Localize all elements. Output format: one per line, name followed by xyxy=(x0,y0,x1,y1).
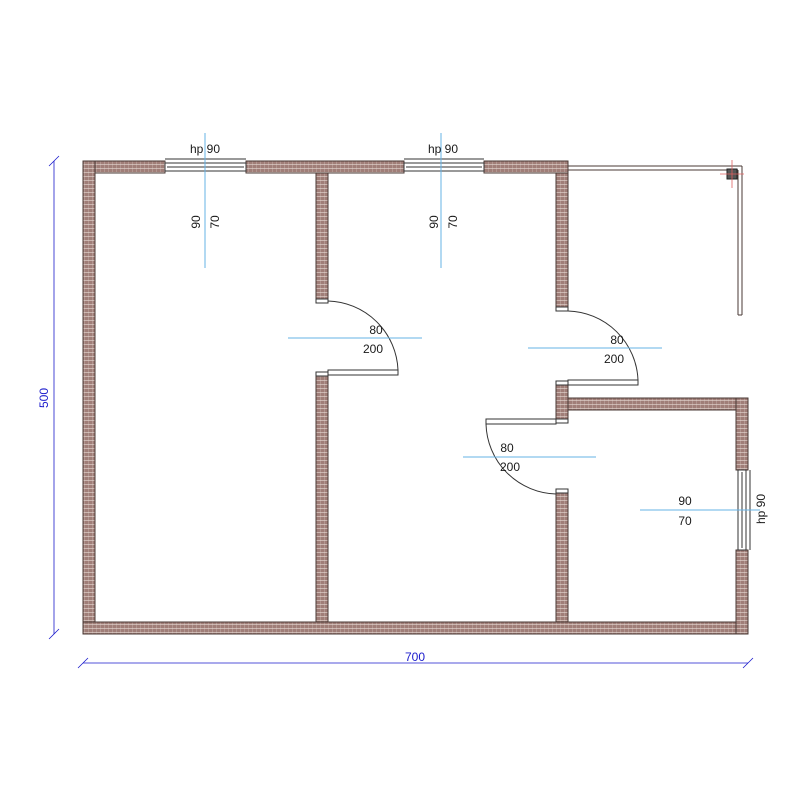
window-2 xyxy=(403,158,485,172)
door-2-height: 200 xyxy=(604,352,624,366)
door-3 xyxy=(485,418,569,495)
window-2-label: hp 90 xyxy=(428,142,458,156)
window-1-label: hp 90 xyxy=(190,142,220,156)
wall-bathroom-right-lower xyxy=(735,549,749,635)
guide-lines xyxy=(204,133,760,511)
wall-left xyxy=(82,160,96,635)
wall-interior-2-upper xyxy=(555,172,569,310)
wall-interior-1-upper xyxy=(315,172,329,302)
door-2-width: 80 xyxy=(610,333,624,347)
window-3-label: hp 90 xyxy=(754,494,768,524)
dimension-lines xyxy=(48,155,754,669)
wall-interior-2-mid xyxy=(555,382,569,422)
window-2-width: 90 xyxy=(427,215,441,229)
wall-top-middle xyxy=(245,160,405,174)
balcony-outline xyxy=(568,165,743,316)
overall-width-label: 700 xyxy=(405,650,425,664)
wall-bathroom-right-upper xyxy=(735,397,749,471)
window-1-width: 90 xyxy=(189,215,203,229)
window-3-height: 70 xyxy=(678,514,692,528)
window-2-height: 70 xyxy=(446,215,460,229)
column-marker xyxy=(720,160,744,188)
door-3-height: 200 xyxy=(500,460,520,474)
walls xyxy=(82,160,749,635)
overall-height-label: 500 xyxy=(37,388,51,408)
door-1 xyxy=(315,298,399,377)
wall-interior-2-lower xyxy=(555,490,569,623)
door-3-width: 80 xyxy=(500,441,514,455)
wall-interior-1-lower xyxy=(315,373,329,623)
wall-bathroom-top xyxy=(567,397,749,411)
window-1-height: 70 xyxy=(208,215,222,229)
door-1-width: 80 xyxy=(369,323,383,337)
door-1-height: 200 xyxy=(363,342,383,356)
door-2 xyxy=(555,306,639,386)
wall-top-right xyxy=(483,160,569,174)
window-3-width: 90 xyxy=(678,494,692,508)
wall-bottom xyxy=(82,621,749,635)
